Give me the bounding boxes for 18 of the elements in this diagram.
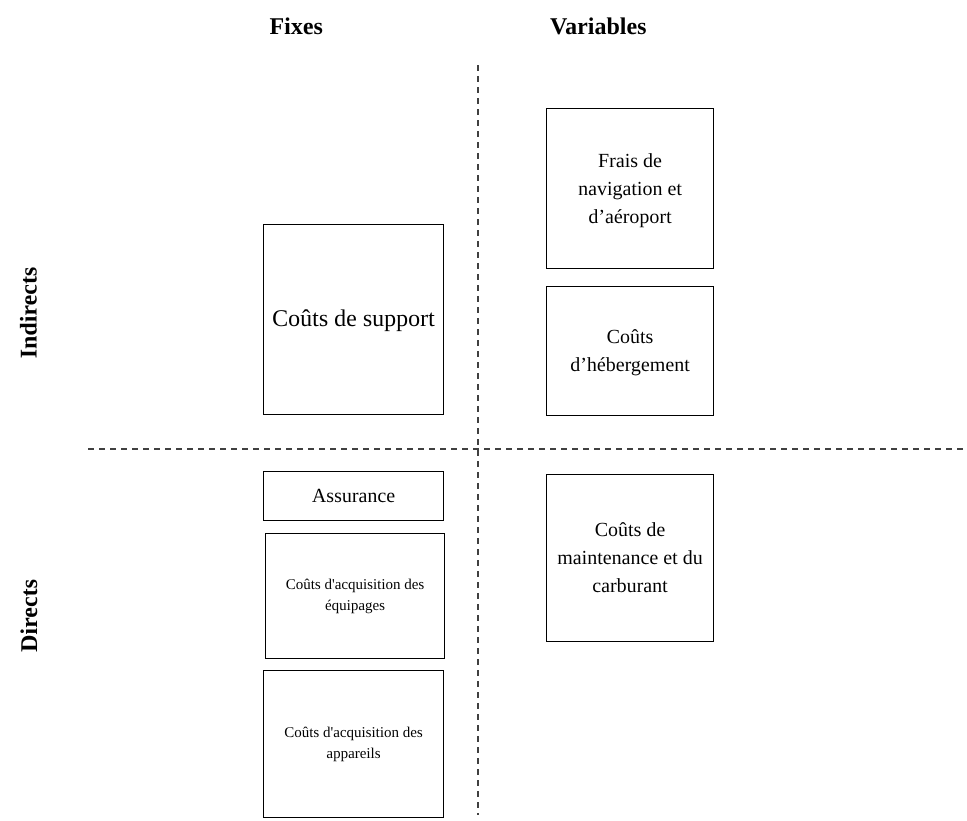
box-text: Coûts d'acquisition des appareils [283,724,424,764]
node-box [263,224,444,415]
box-text: Coûts d’hébergement [569,325,691,378]
box-text: Frais de navigation et d’aéroport [577,148,683,230]
node-box [546,474,714,642]
box-text: Assurance [312,484,396,509]
column-heading: Variables [550,14,646,40]
node-box [263,471,444,521]
row-heading: Indirects [16,266,44,358]
box-text: Coûts d'acquisition des équipages [284,576,426,616]
node-box [263,670,444,818]
box-text: Coûts de support [272,304,435,334]
row-heading: Directs [16,578,44,652]
node-box [546,108,714,269]
node-box [265,533,445,659]
column-heading: Fixes [270,14,323,40]
box-text: Coûts de maintenance et du carburant [556,518,704,599]
node-box [546,286,714,416]
